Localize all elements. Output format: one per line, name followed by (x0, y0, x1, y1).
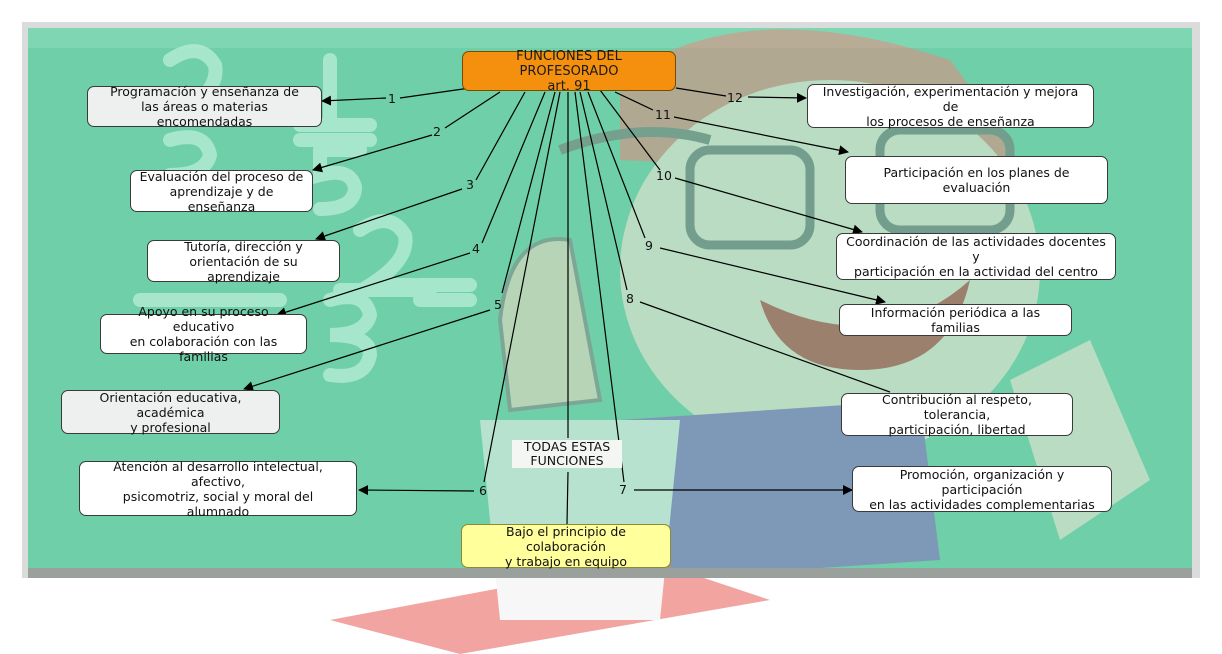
edge-1-b (321, 95, 387, 106)
node-5: Orientación educativa, académica y profe… (61, 390, 280, 435)
edge-3-b (315, 188, 463, 241)
edge-6-b (358, 485, 475, 496)
node-9: Información periódica a las familias (839, 304, 1072, 336)
edge-label-4: 4 (472, 241, 480, 256)
edge-label-5: 5 (494, 297, 502, 312)
center-subtitle: art. 91 (547, 78, 591, 94)
edge-label-9: 9 (645, 238, 653, 253)
edge-label-2: 2 (433, 124, 441, 139)
edge-11-b (673, 116, 849, 156)
bottom-node: Bajo el principio de colaboración y trab… (461, 524, 671, 569)
edge-6-a (483, 91, 561, 483)
edge-label-10: 10 (656, 168, 672, 183)
node-2: Evaluación del proceso de aprendizaje y … (130, 169, 313, 214)
edge-11-a (614, 91, 654, 111)
edge-7-a (574, 91, 625, 483)
node-10: Coordinación de las actividades docentes… (836, 233, 1116, 280)
node-8: Contribución al respeto, tolerancia, par… (841, 392, 1073, 437)
edge-4-a (481, 91, 546, 244)
edge-label-8: 8 (626, 291, 634, 306)
node-11: Participación en los planes de evaluació… (845, 156, 1108, 204)
node-6: Atención al desarrollo intelectual, afec… (79, 459, 357, 519)
edge-8-b (639, 301, 891, 393)
edge-12-a (675, 87, 727, 97)
edge-12-b (747, 92, 807, 103)
center-title: FUNCIONES DEL PROFESORADO (516, 48, 622, 79)
edge-2-b (312, 134, 433, 173)
edge-label-3: 3 (466, 177, 474, 192)
edge-5-a (501, 91, 556, 294)
edge-5-b (243, 309, 491, 392)
chalk-fractions (133, 44, 477, 383)
edge-todas-b (566, 471, 569, 525)
edge-label-todas: TODAS ESTAS FUNCIONES (512, 440, 622, 468)
edge-label-12: 12 (727, 90, 743, 105)
edge-10-a (599, 89, 661, 171)
center-node: FUNCIONES DEL PROFESORADO art. 91 (462, 48, 676, 94)
node-1: Programación y enseñanza de las áreas o … (87, 84, 322, 129)
node-12: Investigación, experimentación y mejora … (807, 84, 1094, 129)
edge-label-1: 1 (388, 91, 396, 106)
edge-9-b (659, 247, 886, 305)
edge-4-b (276, 252, 471, 318)
edge-1-a (399, 87, 471, 99)
edge-9-a (587, 91, 646, 239)
edge-8-a (579, 91, 628, 291)
edge-label-7: 7 (619, 482, 627, 497)
edge-2-a (444, 91, 501, 129)
edge-10-b (674, 177, 863, 235)
node-3: Tutoría, dirección y orientación de su a… (147, 239, 340, 284)
edge-label-11: 11 (655, 107, 671, 122)
edge-label-6: 6 (479, 483, 487, 498)
node-7: Promoción, organización y participación … (852, 466, 1112, 512)
node-4: Apoyo en su proceso educativo en colabor… (100, 304, 307, 364)
edge-3-a (475, 91, 526, 181)
